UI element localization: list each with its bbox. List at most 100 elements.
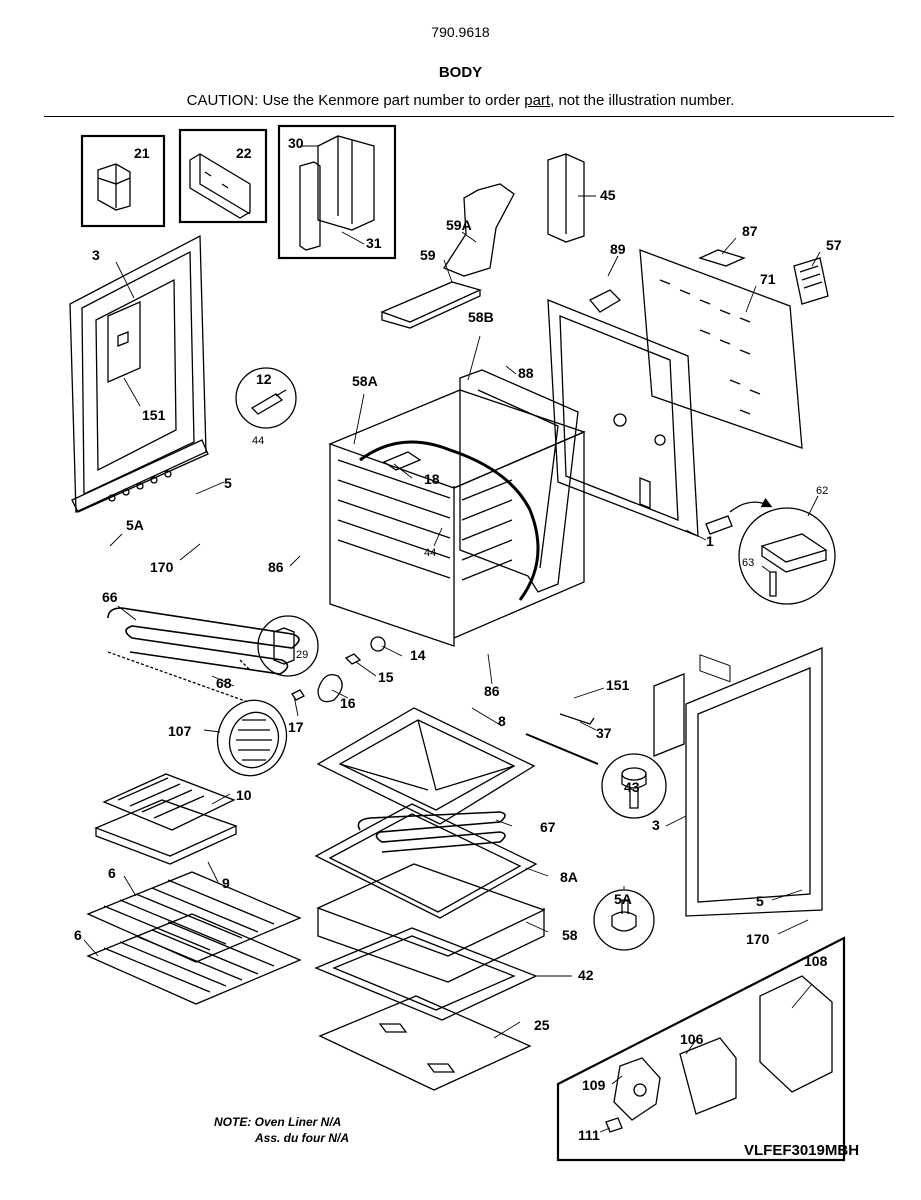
- callout-44-upper: 44: [252, 435, 264, 447]
- callout-22: 22: [236, 145, 252, 161]
- callout-5-left: 5: [224, 475, 232, 491]
- caution-suffix: , not the illustration number.: [550, 92, 735, 109]
- callout-37: 37: [596, 725, 612, 741]
- note-line-1: NOTE: Oven Liner N/A: [214, 1115, 342, 1129]
- callout-45: 45: [600, 187, 616, 203]
- callout-1: 1: [706, 533, 714, 549]
- terminal-block-part-62-detail: [705, 497, 836, 605]
- inset-parts-30-31: [277, 124, 397, 260]
- callout-5a-right: 5A: [614, 891, 632, 907]
- caution-prefix: CAUTION: Use the Kenmore part number to …: [186, 92, 525, 109]
- callout-107: 107: [168, 723, 192, 739]
- door-frame-part-3-left: [69, 234, 209, 514]
- fan-motor-assembly-box: [556, 936, 846, 1162]
- duct-part-59a: [443, 183, 515, 277]
- callout-30: 30: [288, 135, 304, 151]
- callout-106: 106: [680, 1031, 704, 1047]
- bake-element-part-66: [107, 607, 300, 675]
- callout-labels: 21 22 30 31 45 59A 59 87 89 57 71 3 151 …: [74, 135, 842, 1143]
- callout-10: 10: [236, 787, 252, 803]
- callout-6-upper: 6: [108, 865, 116, 881]
- callout-58b: 58B: [468, 309, 494, 325]
- back-panel-part-71: [639, 249, 803, 683]
- lower-element-part-67: [357, 811, 506, 853]
- wire-part-68: [107, 651, 251, 703]
- callout-57: 57: [826, 237, 842, 253]
- leveling-bolt-part-43-detail: [601, 753, 667, 819]
- section-title: BODY: [438, 64, 483, 81]
- caution-note: CAUTION: Use the Kenmore part number to …: [0, 92, 921, 109]
- duct-part-59: [380, 281, 482, 329]
- callout-63: 63: [742, 557, 754, 569]
- callout-5-right: 5: [756, 893, 764, 909]
- callout-89: 89: [610, 241, 626, 257]
- broiler-pan-part-9: [94, 799, 238, 865]
- callout-62: 62: [816, 485, 828, 497]
- part-37: [559, 713, 595, 725]
- header-rule: [44, 116, 894, 117]
- callout-151-left: 151: [142, 407, 166, 423]
- callout-42: 42: [578, 967, 594, 983]
- callout-16: 16: [340, 695, 356, 711]
- page-number: 790.9618: [431, 24, 490, 40]
- callout-67: 67: [540, 819, 556, 835]
- inset-part-21: [80, 134, 166, 228]
- callout-18: 18: [424, 471, 440, 487]
- callout-5a-left: 5A: [126, 517, 144, 533]
- bracket-part-151-left: [107, 301, 141, 383]
- oven-rack-part-6-upper: [86, 871, 302, 963]
- callout-88: 88: [518, 365, 534, 381]
- door-frame-part-3-right: [685, 647, 823, 917]
- callout-43: 43: [624, 779, 640, 795]
- lamp-parts-14-15-16-17: [291, 636, 386, 703]
- part-12-detail: [235, 367, 297, 429]
- callout-44-lower: 44: [424, 547, 436, 559]
- callout-170-left: 170: [150, 559, 174, 575]
- callout-86-upper: 86: [268, 559, 284, 575]
- callout-29: 29: [296, 649, 308, 661]
- callout-8a: 8A: [560, 869, 578, 885]
- oven-liner-note: NOTE: Oven Liner N/A Ass. du four N/A: [214, 1114, 349, 1146]
- fan-cover-part-107: [216, 699, 288, 777]
- callout-68: 68: [216, 675, 232, 691]
- panel-part-25: [318, 995, 532, 1091]
- insulation-part-58b: [459, 369, 579, 593]
- model-code: VLFEF3019MBH: [744, 1142, 860, 1159]
- leader-lines: [83, 145, 821, 1133]
- callout-21: 21: [134, 145, 150, 161]
- callout-71: 71: [760, 271, 776, 287]
- insulation-part-58: [316, 863, 546, 983]
- callout-59: 59: [420, 247, 436, 263]
- callout-66: 66: [102, 589, 118, 605]
- part-29-detail: [257, 615, 319, 677]
- callout-59a: 59A: [446, 217, 472, 233]
- rear-frame-part-1: [547, 289, 699, 537]
- callout-58a: 58A: [352, 373, 378, 389]
- callout-108: 108: [804, 953, 828, 969]
- callout-8: 8: [498, 713, 506, 729]
- inset-part-22: [178, 128, 268, 224]
- callout-15: 15: [378, 669, 394, 685]
- oven-rack-part-6-lower: [86, 913, 302, 1005]
- callout-25: 25: [534, 1017, 550, 1033]
- duct-part-45: [547, 153, 585, 243]
- callout-6-lower: 6: [74, 927, 82, 943]
- callout-86-lower: 86: [484, 683, 500, 699]
- oven-cavity-body: [328, 389, 586, 647]
- callout-3-left: 3: [92, 247, 100, 263]
- caution-underlined-word: part: [524, 92, 551, 109]
- bracket-part-87: [698, 249, 746, 267]
- callout-111: 111: [578, 1127, 600, 1143]
- callout-109: 109: [582, 1077, 606, 1093]
- callout-9: 9: [222, 875, 230, 891]
- note-line-2: Ass. du four N/A: [255, 1131, 350, 1145]
- callout-58: 58: [562, 927, 578, 943]
- leader-43: [525, 733, 599, 765]
- callout-3-right: 3: [652, 817, 660, 833]
- callout-170-right: 170: [746, 931, 770, 947]
- cover-part-57: [793, 257, 829, 305]
- oven-bottom-part-8: [316, 707, 536, 825]
- callout-14: 14: [410, 647, 426, 663]
- callout-151-right: 151: [606, 677, 630, 693]
- callout-87: 87: [742, 223, 758, 239]
